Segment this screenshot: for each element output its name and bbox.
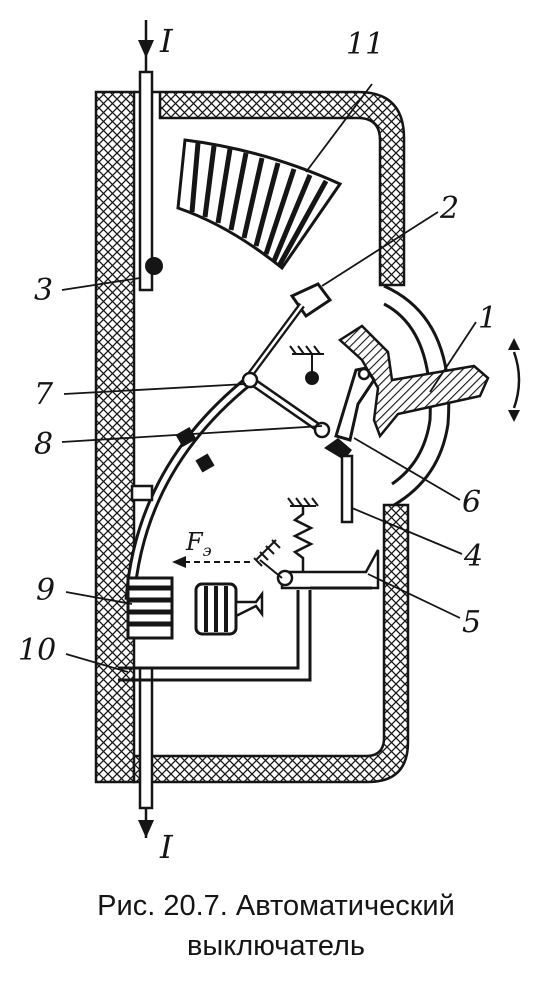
thermal-element-wire [118, 590, 300, 670]
current-in-label: I [159, 22, 174, 60]
label-1: 1 [478, 301, 497, 336]
housing-left-wall [94, 90, 136, 784]
trip-bar-pivot [276, 569, 294, 587]
spring-support [287, 497, 319, 507]
lever-contact-upper [175, 426, 197, 448]
latch-rod [340, 454, 354, 524]
figure-caption: Рис. 20.7. Автоматический выключатель [0, 886, 552, 966]
arc-chute-plates [189, 142, 329, 268]
trip-bar-support [253, 539, 283, 579]
housing-shell [134, 90, 406, 287]
label-11: 11 [346, 27, 384, 62]
current-out-arrow [138, 820, 154, 838]
lever-contact-lower [195, 453, 215, 473]
label-5: 5 [462, 605, 481, 640]
lever-guide [130, 484, 154, 502]
latch-hook [334, 366, 376, 442]
label-2: 2 [439, 191, 459, 226]
electromagnet-coil [128, 585, 172, 627]
mechanism-frame-arc [383, 284, 451, 507]
current-in-arrow [138, 40, 154, 58]
pivot-8 [313, 421, 331, 439]
label-7: 7 [34, 377, 54, 412]
top-terminal-bus [138, 70, 154, 292]
fixed-contact [145, 257, 163, 275]
label-3: 3 [34, 273, 53, 308]
label-6: 6 [462, 485, 481, 520]
trip-bar [280, 549, 380, 590]
handle[interactable] [337, 324, 490, 439]
force-label: Fэ [185, 528, 212, 560]
label-4: 4 [463, 539, 483, 574]
handle-motion-arrow [512, 351, 521, 409]
label-10: 10 [18, 633, 56, 668]
armature-rod [234, 590, 264, 619]
latch-catch [324, 438, 352, 460]
fixed-pivot-support [289, 345, 324, 372]
bottom-terminal-bus [138, 666, 154, 810]
caption-line-2: выключатель [186, 930, 366, 962]
leader-lines [61, 83, 477, 673]
fixed-pivot [305, 371, 319, 385]
circuit-breaker-diagram: I I Fэ 11 2 3 1 7 8 6 4 5 9 10 [18, 20, 521, 866]
housing-bottom-shell [132, 503, 410, 784]
label-8: 8 [34, 427, 53, 462]
current-out-label: I [159, 828, 174, 866]
pivot-7 [241, 371, 259, 389]
arc-chute [176, 138, 343, 271]
label-9: 9 [36, 573, 55, 608]
caption-line-1: Рис. 20.7. Автоматический [97, 890, 455, 922]
trip-spring [292, 506, 314, 572]
